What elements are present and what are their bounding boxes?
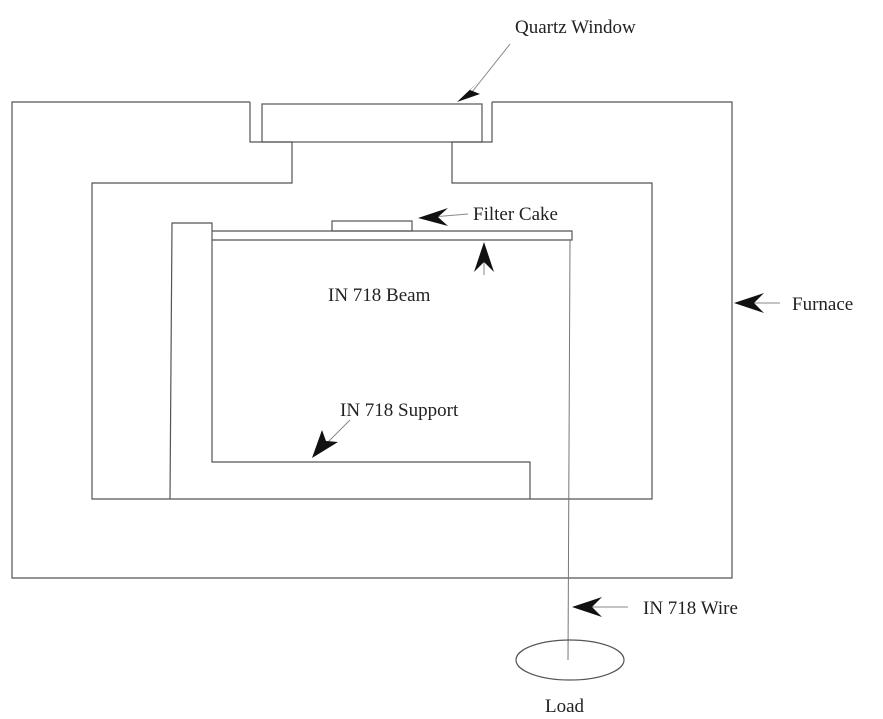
window-opening-left [249, 102, 292, 143]
furnace-arrow-icon [734, 293, 764, 313]
quartz-window-pane [261, 103, 483, 143]
filter-cake [331, 220, 413, 232]
quartz-window-leader [471, 43, 511, 93]
furnace-inner-wall [91, 142, 653, 500]
label-filter-cake: Filter Cake [473, 204, 558, 225]
label-furnace: Furnace [792, 294, 853, 315]
quartz-window-arrow-icon [457, 82, 480, 102]
label-load: Load [545, 696, 585, 717]
window-opening-right [452, 102, 493, 143]
label-in718-beam: IN 718 Beam [328, 285, 431, 306]
in718-wire [567, 239, 571, 661]
load-weight [515, 639, 625, 681]
label-in718-wire: IN 718 Wire [643, 598, 738, 619]
wire-arrow-icon [572, 597, 602, 617]
in718-support [169, 222, 531, 500]
label-quartz-window: Quartz Window [515, 17, 636, 38]
furnace-outer-wall [11, 101, 733, 579]
filter-cake-arrow-icon [418, 208, 448, 226]
beam-arrow-icon [474, 242, 494, 272]
support-arrow-icon [312, 430, 338, 458]
in718-beam [212, 230, 573, 241]
label-in718-support: IN 718 Support [340, 400, 459, 421]
